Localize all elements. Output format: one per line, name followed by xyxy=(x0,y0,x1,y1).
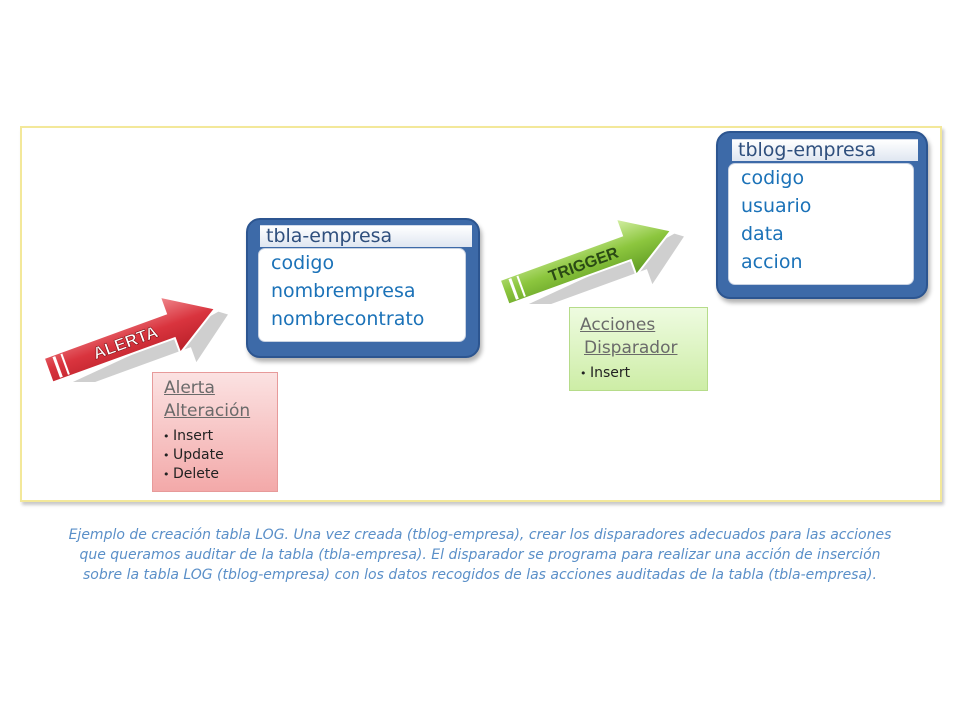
trigger-arrow: TRIGGER xyxy=(498,217,684,304)
table-log: tblog-empresa codigo usuario data accion xyxy=(716,131,928,299)
list-item: Insert xyxy=(580,364,707,383)
field-codigo: codigo xyxy=(741,167,805,189)
field-accion: accion xyxy=(741,251,803,273)
disparador-note-title-2: Disparador xyxy=(584,338,678,358)
alerta-note-title-1: Alerta xyxy=(164,378,215,398)
field-nombrecontrato: nombrecontrato xyxy=(271,308,425,330)
disparador-note: Acciones Disparador Insert xyxy=(569,307,708,391)
table-log-fields: codigo usuario data accion xyxy=(728,163,914,285)
field-usuario: usuario xyxy=(741,195,812,217)
disparador-note-title-1: Acciones xyxy=(580,315,656,335)
field-data: data xyxy=(741,223,784,245)
list-item: Update xyxy=(163,446,277,465)
alerta-note-list: Insert Update Delete xyxy=(153,427,277,484)
table-empresa-fields: codigo nombrempresa nombrecontrato xyxy=(258,248,466,342)
caption: Ejemplo de creación tabla LOG. Una vez c… xyxy=(68,527,892,583)
table-log-title: tblog-empresa xyxy=(732,139,918,161)
field-codigo: codigo xyxy=(271,252,335,274)
table-empresa-title: tbla-empresa xyxy=(260,225,472,247)
list-item: Delete xyxy=(163,465,277,484)
alerta-note-title-2: Alteración xyxy=(164,401,251,421)
alerta-note: Alerta Alteración Insert Update Delete xyxy=(152,372,278,492)
table-empresa: tbla-empresa codigo nombrempresa nombrec… xyxy=(246,218,480,358)
list-item: Insert xyxy=(163,427,277,446)
field-nombrempresa: nombrempresa xyxy=(271,280,416,302)
disparador-note-list: Insert xyxy=(570,364,707,383)
alerta-arrow: ALERTA xyxy=(42,295,228,382)
